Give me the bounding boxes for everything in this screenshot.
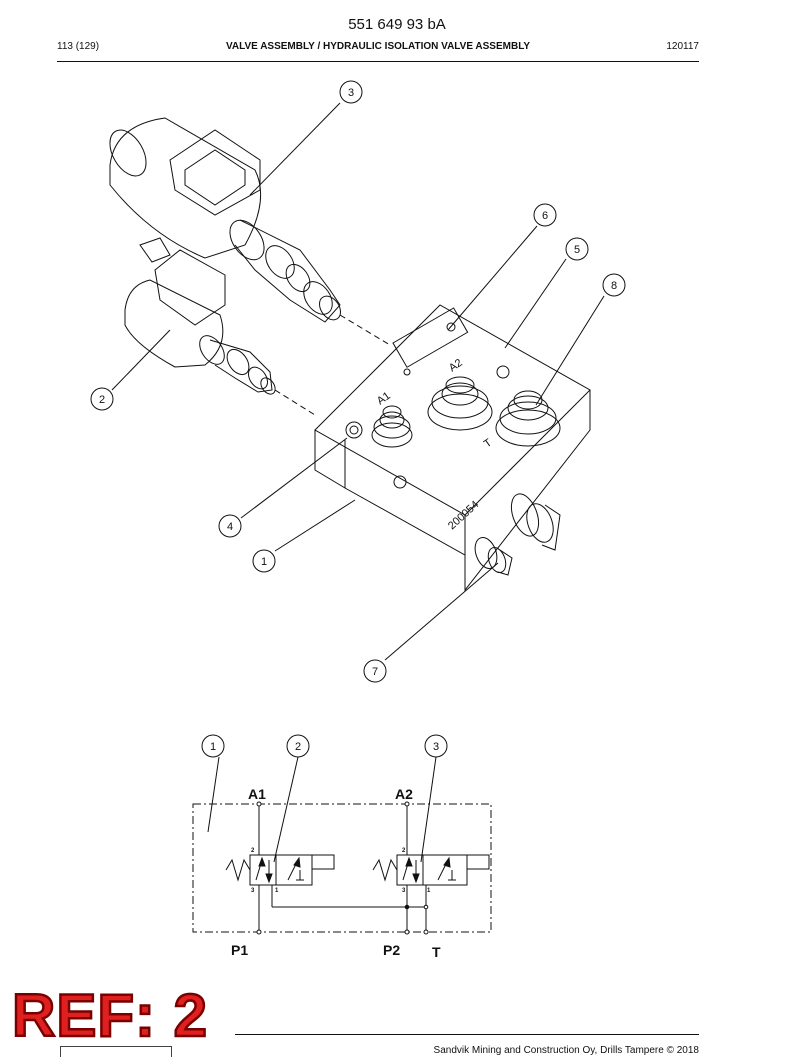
svg-text:P1: P1 [231,942,248,958]
svg-text:A1: A1 [375,390,393,408]
exploded-view-drawing: 200054 [90,80,626,683]
solenoid-valve-upper [109,117,341,323]
callout-3: 3 [339,80,363,104]
svg-text:8: 8 [611,280,617,292]
svg-text:T: T [482,437,495,451]
schematic-callout-3: 3 [424,734,448,758]
svg-text:1: 1 [261,556,267,568]
fitting-t [495,390,561,447]
valve-port-numbers: 2 3 1 2 3 1 [251,848,431,894]
date-code: 120117 [666,41,699,52]
svg-text:7: 7 [372,666,378,678]
svg-text:2: 2 [99,394,105,406]
footer-rule [235,1034,699,1035]
fitting-a2 [427,376,493,431]
header-rule [57,61,699,62]
svg-text:2: 2 [295,741,301,753]
svg-text:6: 6 [542,210,548,222]
svg-text:5: 5 [574,244,580,256]
footer-copyright: Sandvik Mining and Construction Oy, Dril… [433,1045,699,1056]
schematic-callout-1: 1 [201,734,225,758]
name-plate [392,307,469,368]
svg-text:T: T [432,944,441,960]
schematic-envelope [192,803,492,933]
callout-2: 2 [90,387,114,411]
callout-5: 5 [565,237,589,261]
block-stamp: 200054 [446,499,481,532]
schematic-port-labels: A1 A2 P1 P2 T [231,786,441,960]
schematic-valve-left [225,854,335,886]
svg-text:3: 3 [348,87,354,99]
callout-4: 4 [218,514,242,538]
drawing-callouts: 3 6 5 8 2 4 1 7 [90,80,626,683]
schematic-valve-right [372,854,490,886]
block-port-labels: A1 A2 T [375,357,495,451]
schematic-callout-2: 2 [286,734,310,758]
svg-text:1: 1 [275,888,279,894]
svg-text:1: 1 [427,888,431,894]
schematic-callouts: 1 2 3 [201,734,448,758]
svg-text:4: 4 [227,521,233,533]
svg-text:1: 1 [210,741,216,753]
svg-text:2: 2 [402,848,406,854]
svg-text:3: 3 [433,741,439,753]
footer-logo [60,1046,172,1057]
doc-number: 551 649 93 bA [348,16,446,33]
svg-text:A2: A2 [447,357,465,375]
svg-text:3: 3 [402,888,406,894]
callout-1: 1 [252,549,276,573]
ref-stamp: REF: 2 [11,982,209,1049]
page-title: VALVE ASSEMBLY / HYDRAULIC ISOLATION VAL… [225,41,531,52]
fitting-a1 [371,405,413,448]
callout-7: 7 [363,659,387,683]
svg-text:A1: A1 [248,786,266,802]
callout-8: 8 [602,273,626,297]
side-fitting-large [510,493,561,551]
svg-text:P2: P2 [383,942,400,958]
page-count: 113 (129) [57,41,100,52]
solenoid-valve-lower [124,237,276,395]
callout-6: 6 [533,203,557,227]
svg-text:2: 2 [251,848,255,854]
svg-text:3: 3 [251,888,255,894]
svg-text:A2: A2 [395,786,413,802]
header-row: 113 (129) VALVE ASSEMBLY / HYDRAULIC ISO… [57,41,699,55]
